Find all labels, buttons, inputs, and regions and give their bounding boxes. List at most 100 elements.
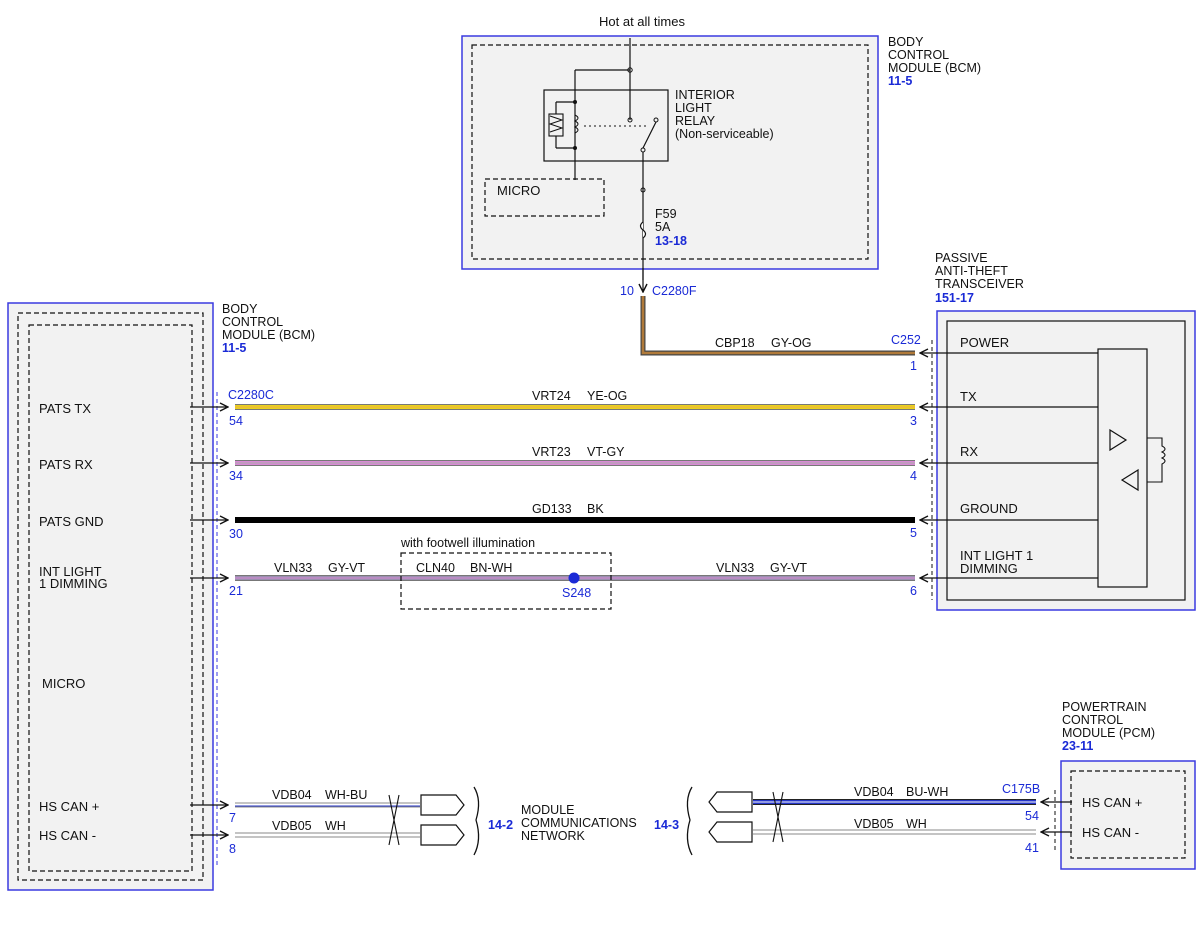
wire-cln40-circuit: CLN40 (416, 561, 455, 575)
pcm-title-2: CONTROL (1062, 713, 1123, 727)
left-bcm-title-3: MODULE (BCM) (222, 328, 315, 342)
right-brace-icon (686, 786, 693, 856)
splice-s248[interactable] (568, 572, 580, 584)
pin-label-hs-can-plus: HS CAN + (39, 799, 99, 814)
pats-title-2: ANTI-THEFT (935, 264, 1008, 278)
right-can-high-color: BU-WH (906, 785, 948, 799)
wire-vln33-right-circuit: VLN33 (716, 561, 754, 575)
left-can-high-circuit: VDB04 (272, 788, 312, 802)
wire-cbp18-circuit: CBP18 (715, 336, 755, 350)
relay-label-3: RELAY (675, 114, 716, 128)
fuse-name: F59 (655, 207, 677, 221)
fuse-ref[interactable]: 13-18 (655, 234, 687, 248)
pats-transceiver-module: PASSIVE ANTI-THEFT TRANSCEIVER 151-17 C2… (891, 251, 1196, 611)
pats-pin-3: 3 (910, 414, 917, 428)
wire-vrt23-color: VT-GY (587, 445, 625, 459)
wire-vln33-left-color: GY-VT (328, 561, 365, 575)
pats-title-1: PASSIVE (935, 251, 988, 265)
top-bcm-module: Hot at all times BODY CONTROL MODULE (BC… (461, 14, 981, 280)
pats-pin-1: 1 (910, 359, 917, 373)
top-bcm-micro-label: MICRO (497, 183, 540, 198)
pats-ref[interactable]: 151-17 (935, 291, 974, 305)
right-can-low-color: WH (906, 817, 927, 831)
right-can-low-connector-icon (708, 821, 753, 843)
left-can-low-circuit: VDB05 (272, 819, 312, 833)
wire-vln33-left-circuit: VLN33 (274, 561, 312, 575)
rx-amplifier-icon (1120, 468, 1139, 492)
top-bcm-micro-box (484, 178, 605, 217)
pin-54: 54 (229, 414, 243, 428)
pcm-pin-41: 41 (1025, 841, 1039, 855)
pats-pin-ground-label: GROUND (960, 501, 1018, 516)
pats-pin-tx-label: TX (960, 389, 977, 404)
pcm-pin-54: 54 (1025, 809, 1039, 823)
left-brace-icon (473, 786, 480, 856)
pin-34: 34 (229, 469, 243, 483)
relay-label-1: INTERIOR (675, 88, 735, 102)
pin-8: 8 (229, 842, 236, 856)
c252-connector: C252 (891, 333, 921, 347)
pin-label-pats-rx: PATS RX (39, 457, 93, 472)
left-bcm-module: BODY CONTROL MODULE (BCM) 11-5 C2280C PA… (7, 302, 315, 891)
fuse-rating: 5A (655, 220, 671, 234)
network-ref-right[interactable]: 14-3 (654, 818, 679, 832)
pats-pin-5: 5 (910, 526, 917, 540)
pcm-ref[interactable]: 23-11 (1062, 739, 1093, 753)
left-can-low-connector-icon (420, 824, 465, 846)
c2280f-connector: C2280F (652, 284, 697, 298)
pin-label-hs-can-minus: HS CAN - (39, 828, 96, 843)
network-label-1: MODULE (521, 803, 574, 817)
left-can-low-color: WH (325, 819, 346, 833)
pats-pin-rx-label: RX (960, 444, 978, 459)
pin-label-int-light-2: 1 DIMMING (39, 576, 108, 591)
footwell-option-box: with footwell illumination S248 (400, 536, 612, 610)
pats-pin-power-label: POWER (960, 335, 1009, 350)
transceiver-block (1097, 348, 1148, 588)
pats-pin-int-light-label-2: DIMMING (960, 561, 1018, 576)
wire-cln40-color: BN-WH (470, 561, 512, 575)
relay-label-2: LIGHT (675, 101, 712, 115)
splice-s248-label: S248 (562, 586, 591, 600)
wire-gd133-circuit: GD133 (532, 502, 572, 516)
c2280f-pin-10: 10 (620, 284, 634, 298)
pats-pin-6: 6 (910, 584, 917, 598)
network-label-3: NETWORK (521, 829, 586, 843)
relay-coil-icon (548, 100, 579, 150)
wire-vrt24: VRT24 YE-OG (235, 389, 915, 410)
top-bcm-title-3: MODULE (BCM) (888, 61, 981, 75)
left-bcm-ref[interactable]: 11-5 (222, 341, 246, 355)
network-ref-left[interactable]: 14-2 (488, 818, 513, 832)
left-bcm-micro-label: MICRO (42, 676, 85, 691)
pin-30: 30 (229, 527, 243, 541)
top-bcm-title-2: CONTROL (888, 48, 949, 62)
footwell-option-label: with footwell illumination (400, 536, 535, 550)
wire-gd133: GD133 BK (235, 502, 915, 523)
pats-title-3: TRANSCEIVER (935, 277, 1024, 291)
pcm-title-1: POWERTRAIN (1062, 700, 1147, 714)
pcm-pin-hs-can-plus-label: HS CAN + (1082, 795, 1142, 810)
wire-vrt23-circuit: VRT23 (532, 445, 571, 459)
top-bcm-title-1: BODY (888, 35, 924, 49)
antenna-coil-icon (1147, 437, 1166, 483)
pats-pin-4: 4 (910, 469, 917, 483)
wire-cbp18-color: GY-OG (771, 336, 812, 350)
left-bcm-title-2: CONTROL (222, 315, 283, 329)
network-label-2: COMMUNICATIONS (521, 816, 637, 830)
pats-pin-int-light-label-1: INT LIGHT 1 (960, 548, 1033, 563)
wire-vln33-right-color: GY-VT (770, 561, 807, 575)
interior-light-relay (543, 89, 669, 162)
right-can-high-connector-icon (708, 791, 753, 813)
twisted-pair-icon (388, 794, 400, 846)
can-network-left: VDB04 WH-BU VDB05 WH 14-2 MODULE COMMUNI… (235, 786, 637, 856)
left-can-high-color: WH-BU (325, 788, 367, 802)
pin-label-pats-gnd: PATS GND (39, 514, 104, 529)
wire-vrt23: VRT23 VT-GY (235, 445, 915, 466)
left-bcm-title-1: BODY (222, 302, 258, 316)
top-bcm-ref[interactable]: 11-5 (888, 74, 912, 88)
tx-amplifier-icon (1109, 428, 1128, 452)
right-can-high-circuit: VDB04 (854, 785, 894, 799)
twisted-pair-icon (772, 791, 784, 843)
pcm-module: POWERTRAIN CONTROL MODULE (PCM) 23-11 C1… (1002, 700, 1196, 870)
pin-7: 7 (229, 811, 236, 825)
